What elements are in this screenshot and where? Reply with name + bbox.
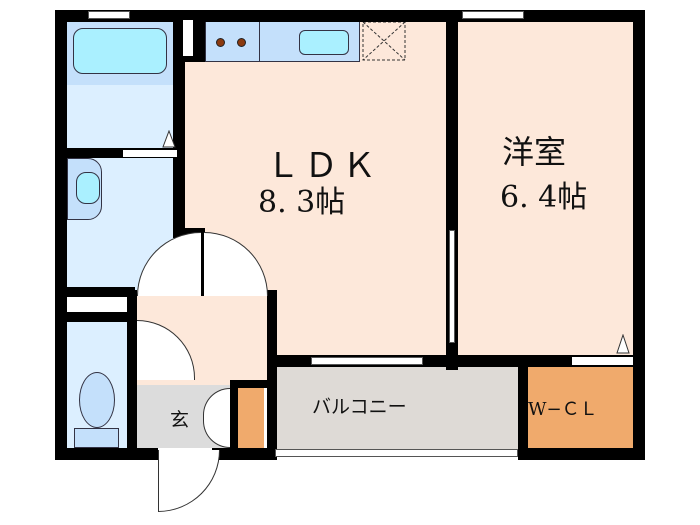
sliding-door-ldk-western[interactable] bbox=[449, 230, 455, 343]
washroom-sliding-door[interactable] bbox=[123, 150, 177, 157]
kitchen-sink-icon bbox=[299, 30, 349, 55]
wcl-floor bbox=[528, 367, 635, 449]
vent-icon bbox=[162, 130, 176, 148]
bathtub-icon bbox=[73, 28, 167, 74]
refrigerator-space-icon bbox=[362, 21, 406, 61]
window-bath[interactable] bbox=[88, 11, 130, 19]
room-label-balcony: バルコニー bbox=[312, 396, 407, 418]
balcony-rail bbox=[275, 449, 518, 457]
balcony-floor bbox=[275, 367, 518, 449]
wall-outer-left bbox=[55, 10, 67, 460]
wall-balcony-wcl bbox=[518, 355, 528, 460]
room-size-western: 6. 4帖 bbox=[500, 180, 588, 215]
window-western-top[interactable] bbox=[462, 11, 524, 19]
washbasin-icon bbox=[76, 172, 100, 204]
shelf-utility[interactable] bbox=[68, 297, 126, 308]
pipe-space bbox=[183, 20, 193, 56]
wall-toilet-right bbox=[127, 290, 137, 460]
wall-outer-bottom-left bbox=[55, 448, 158, 460]
wall-shoebox-left bbox=[230, 380, 238, 450]
sliding-window-ldk-balcony[interactable] bbox=[311, 357, 423, 365]
vent-icon bbox=[616, 334, 630, 354]
closet-door-wcl[interactable] bbox=[572, 357, 633, 365]
room-label-ldk: ＬＤＫ bbox=[266, 146, 380, 186]
wall-outer-bottom-mid bbox=[212, 448, 275, 460]
room-label-wcl: W−ＣＬ bbox=[528, 399, 598, 420]
wall-bath-utility bbox=[55, 148, 180, 158]
western-room-floor bbox=[455, 20, 635, 355]
front-door[interactable] bbox=[158, 450, 220, 512]
wall-entrance-top bbox=[230, 380, 270, 388]
room-label-entrance: 玄 bbox=[170, 409, 190, 431]
wall-outer-right bbox=[633, 10, 645, 460]
wall-ldk-hall bbox=[267, 290, 277, 460]
toilet-tank bbox=[74, 428, 119, 448]
wall-outer-top bbox=[55, 10, 645, 22]
stove-burner-icon bbox=[216, 38, 225, 47]
toilet-icon bbox=[79, 372, 115, 428]
stove-burner-icon bbox=[237, 38, 246, 47]
room-label-western: 洋室 bbox=[502, 133, 567, 171]
wall-utility-bottom bbox=[55, 287, 135, 297]
wall-bath-ldk bbox=[173, 10, 185, 235]
stove-divider bbox=[259, 20, 260, 62]
shoe-box bbox=[238, 388, 264, 448]
wall-toilet-top bbox=[55, 312, 135, 322]
wall-outer-bottom-right bbox=[518, 448, 645, 460]
room-size-ldk: 8. 3帖 bbox=[258, 185, 346, 220]
